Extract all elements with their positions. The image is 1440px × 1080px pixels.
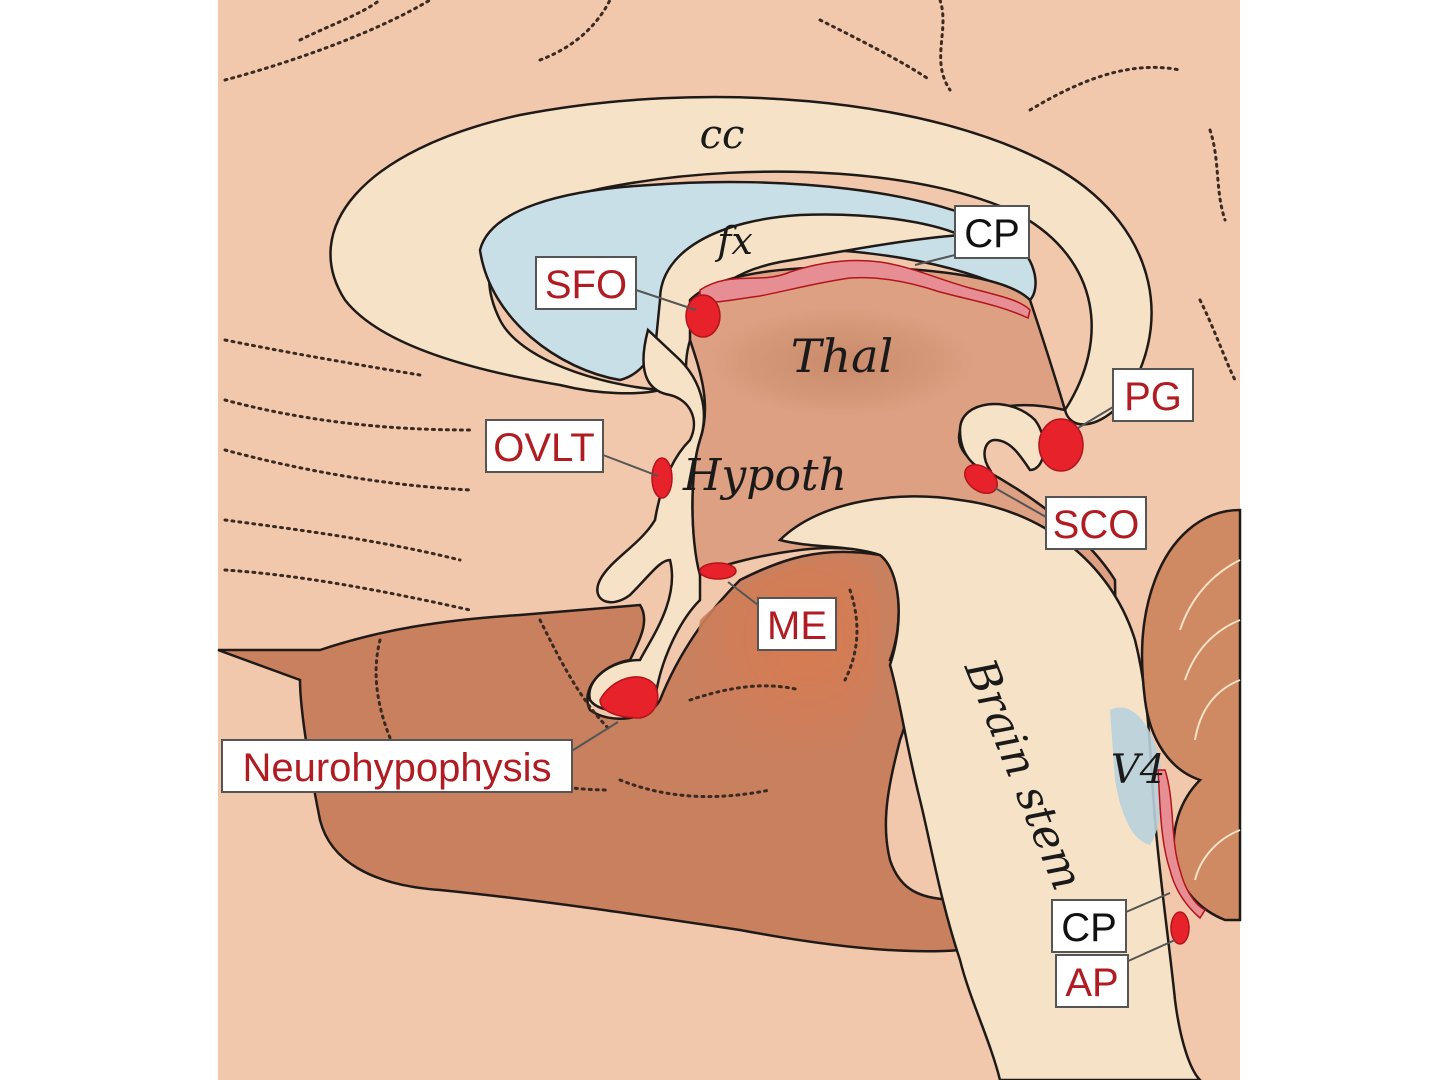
svg-text:SCO: SCO — [1053, 503, 1140, 547]
svg-text:SFO: SFO — [545, 263, 627, 307]
sfo-organ — [685, 294, 721, 338]
cp-bottom-label: CP — [1051, 899, 1127, 953]
svg-text:OVLT: OVLT — [493, 426, 595, 470]
neurohypophysis-label: Neurohypophysis — [221, 739, 573, 793]
thalamus-shade — [707, 307, 977, 417]
me-organ — [699, 562, 737, 580]
neurohypophysis-organ — [599, 676, 659, 719]
gyri-lines — [223, 0, 1237, 612]
ovlt-organ — [651, 457, 673, 499]
label-v4: V4 — [1111, 747, 1165, 793]
label-hypoth: Hypoth — [682, 450, 847, 501]
label-thal: Thal — [791, 329, 893, 383]
svg-text:CP: CP — [964, 212, 1020, 256]
cp-top-label: CP — [954, 205, 1030, 259]
pg-label: PG — [1112, 368, 1194, 422]
cerebellum-folia — [1179, 559, 1241, 881]
sfo-label: SFO — [535, 256, 637, 310]
svg-text:PG: PG — [1124, 375, 1182, 419]
label-fx: fx — [714, 219, 753, 263]
svg-text:AP: AP — [1065, 961, 1118, 1005]
fourth-ventricle — [1110, 707, 1162, 845]
ap-label: AP — [1055, 954, 1129, 1008]
ap-organ — [1170, 911, 1190, 945]
svg-text:CP: CP — [1061, 906, 1117, 950]
me-label: ME — [757, 597, 837, 651]
leader-lines — [569, 254, 1176, 963]
choroid-plexus-bottom — [1157, 769, 1207, 920]
choroid-plexus-top — [699, 259, 1031, 320]
ovlt-label: OVLT — [485, 419, 604, 473]
sco-label: SCO — [1045, 496, 1147, 550]
svg-text:Neurohypophysis: Neurohypophysis — [242, 746, 551, 790]
label-cc: cc — [700, 112, 745, 158]
pg-organ — [1038, 418, 1084, 472]
svg-text:ME: ME — [767, 604, 827, 648]
